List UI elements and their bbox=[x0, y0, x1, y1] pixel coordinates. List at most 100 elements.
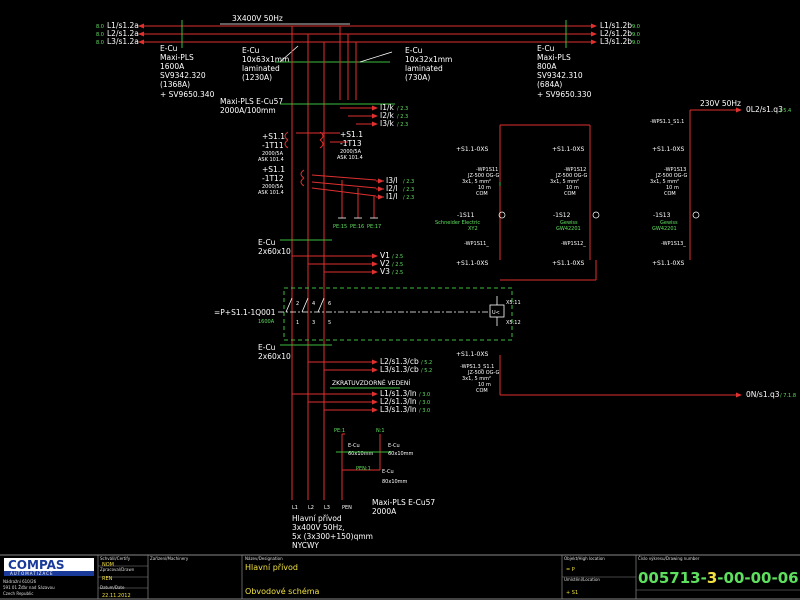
svg-text:Datum/Date: Datum/Date bbox=[100, 585, 125, 590]
svg-text:(1368A): (1368A) bbox=[160, 80, 190, 89]
svg-text:E-Cu: E-Cu bbox=[537, 44, 555, 53]
left-line-label: L3/s1.2a bbox=[107, 37, 139, 46]
short-circuit-note: ZKRATUVZDORNÉ VEDENÍ bbox=[332, 379, 410, 387]
svg-text:E-Cu: E-Cu bbox=[242, 46, 260, 55]
left-line-ref: 8.0 bbox=[96, 40, 104, 46]
svg-text:3: 3 bbox=[312, 320, 315, 326]
svg-text:N:1: N:1 bbox=[376, 428, 385, 434]
svg-text:/ 2.3: / 2.3 bbox=[403, 195, 414, 201]
svg-text:+ S1: + S1 bbox=[566, 590, 578, 596]
svg-text:L3/s1.3/ln: L3/s1.3/ln bbox=[380, 405, 417, 414]
out-lines: L1/s1.3/ln / 3.0 L2/s1.3/ln / 3.0 L3/s1.… bbox=[292, 389, 430, 414]
main-bus-label: Maxi-PLS E-Cu57 bbox=[220, 97, 283, 106]
ct2-label: +S1.1 -1T12 2000/5A ASK 101.4 bbox=[258, 165, 285, 196]
svg-text:Nádražní 610/26: Nádražní 610/26 bbox=[3, 579, 37, 584]
main-vertical-feeders bbox=[291, 26, 357, 500]
svg-text:2000/5A: 2000/5A bbox=[262, 184, 284, 190]
svg-text:SV9342.310: SV9342.310 bbox=[537, 71, 583, 80]
svg-text:10 m: 10 m bbox=[478, 185, 491, 191]
busbar-right-text: E-Cu Maxi-PLS 800A SV9342.310 (684A) + S… bbox=[537, 44, 592, 99]
busbar-left-text: E-Cu Maxi-PLS 1600A SV9342.320 (1368A) +… bbox=[160, 44, 215, 99]
svg-text:+S1.1: +S1.1 bbox=[262, 165, 285, 174]
svg-text:(684A): (684A) bbox=[537, 80, 562, 89]
svg-text:+S1.1-0XS: +S1.1-0XS bbox=[552, 260, 584, 267]
svg-text:laminated: laminated bbox=[405, 64, 443, 73]
svg-text:/ 3.0: / 3.0 bbox=[419, 400, 430, 406]
left-line-label: L2/s1.2a bbox=[107, 29, 139, 38]
title-block: COMPAS AUTOMATIZACE Nádražní 610/26 591 … bbox=[0, 554, 800, 600]
svg-text:591 01 Žďár nad Sázavou: 591 01 Žďár nad Sázavou bbox=[3, 585, 55, 590]
svg-text:Maxi-PLS: Maxi-PLS bbox=[160, 53, 194, 62]
svg-text:-WP1S13: -WP1S13 bbox=[664, 167, 686, 173]
aux-wp: -WPS1.1_S1.1 bbox=[650, 119, 684, 125]
svg-text:6: 6 bbox=[328, 301, 331, 307]
lower-terminal: +S1.1-0XS -WPS1.3_S1.1 JZ-500 OG-G 3x1, … bbox=[456, 351, 500, 394]
right-line-label: L2/s1.2b bbox=[600, 29, 632, 38]
svg-text:60x10mm: 60x10mm bbox=[388, 451, 414, 457]
svg-text:ASK 101.4: ASK 101.4 bbox=[258, 190, 284, 196]
svg-text:COM: COM bbox=[564, 191, 576, 197]
bottom-phase-labels: L1 L2 L3 PEN bbox=[292, 505, 352, 511]
svg-text:-1T13: -1T13 bbox=[340, 139, 362, 148]
ct3-label: +S1.1 -1T13 2000/5A ASK 101.4 bbox=[337, 130, 363, 161]
aux-circuit: 230V 50Hz 0L2/s1.q3 / 5.4 -WPS1.1_S1.1 0… bbox=[499, 99, 796, 399]
svg-text:10 m: 10 m bbox=[478, 382, 491, 388]
right-line-ref: 9.0 bbox=[632, 24, 640, 30]
svg-text:+S1.1-0XS: +S1.1-0XS bbox=[652, 146, 684, 153]
ct-outputs-top: I1/k / 2.3 I2/k / 2.3 I3/k / 2.3 bbox=[340, 103, 408, 128]
svg-text:L3: L3 bbox=[324, 505, 330, 511]
svg-text:/ 2.3: / 2.3 bbox=[403, 179, 414, 185]
svg-text:JZ-500 OG-G: JZ-500 OG-G bbox=[467, 173, 500, 179]
left-line-ref: 8.0 bbox=[96, 24, 104, 30]
switch-column-3[interactable]: +S1.1-0XS -WP1S13 JZ-500 OG-G 3x1, 5 mm²… bbox=[650, 146, 700, 267]
svg-text:-1T12: -1T12 bbox=[262, 174, 284, 183]
voltage-taps: V1 / 2.5 V2 / 2.5 V3 / 2.5 bbox=[292, 251, 403, 276]
svg-text:+S1.1-0XS: +S1.1-0XS bbox=[552, 146, 584, 153]
svg-text:JZ-500 OG-G: JZ-500 OG-G bbox=[555, 173, 588, 179]
svg-text:E-Cu: E-Cu bbox=[382, 469, 394, 475]
aux-return-tag: 0N/s1.q3 bbox=[746, 390, 780, 399]
svg-text:-1S11: -1S11 bbox=[457, 212, 475, 219]
svg-text:I3/k: I3/k bbox=[380, 119, 395, 128]
bottom-bus-label: Maxi-PLS E-Cu57 bbox=[372, 498, 435, 507]
svg-text:= P: = P bbox=[566, 567, 575, 573]
svg-text:PEN:1: PEN:1 bbox=[356, 466, 371, 472]
switch-column-2[interactable]: +S1.1-0XS -WP1S12 JZ-500 OG-G 3x1, 5 mm²… bbox=[550, 146, 600, 267]
svg-text:+ SV9650.340: + SV9650.340 bbox=[160, 90, 215, 99]
svg-text:Maxi-PLS: Maxi-PLS bbox=[537, 53, 571, 62]
svg-text:V3: V3 bbox=[380, 267, 390, 276]
svg-text:+ SV9650.330: + SV9650.330 bbox=[537, 90, 592, 99]
breaker-rating: 1600A bbox=[258, 319, 275, 325]
drawing-number: 005713-3-00-00-06 bbox=[638, 569, 799, 587]
supply-lines bbox=[138, 20, 597, 48]
svg-text:X5:11: X5:11 bbox=[506, 300, 521, 306]
switch-column-1[interactable]: +S1.1-0XS -WP1S11 JZ-500 OG-G 3x1, 5 mm²… bbox=[435, 146, 506, 267]
svg-text:E-Cu: E-Cu bbox=[405, 46, 423, 55]
svg-text:XY2: XY2 bbox=[468, 226, 478, 232]
ct-coils bbox=[284, 131, 377, 218]
svg-text:V2: V2 bbox=[380, 259, 390, 268]
svg-text:-WP1S12_: -WP1S12_ bbox=[561, 241, 586, 247]
svg-text:3x1, 5 mm²: 3x1, 5 mm² bbox=[650, 179, 679, 185]
svg-text:-1S12: -1S12 bbox=[553, 212, 571, 219]
svg-text:+S1.1-0XS: +S1.1-0XS bbox=[456, 146, 488, 153]
svg-text:3x1, 5 mm²: 3x1, 5 mm² bbox=[462, 179, 491, 185]
svg-text:3x1, 5 mm²: 3x1, 5 mm² bbox=[462, 376, 491, 382]
svg-text:NYCWY: NYCWY bbox=[292, 541, 319, 550]
svg-text:REN: REN bbox=[102, 576, 113, 582]
svg-text:-WPS1.3_S1.1: -WPS1.3_S1.1 bbox=[460, 364, 494, 370]
drawing-subtitle: Obvodové schéma bbox=[245, 586, 320, 596]
svg-text:SV9342.320: SV9342.320 bbox=[160, 71, 206, 80]
svg-text:+S1.1: +S1.1 bbox=[340, 130, 363, 139]
svg-text:COM: COM bbox=[664, 191, 676, 197]
svg-text:I3/l: I3/l bbox=[386, 176, 398, 185]
svg-text:/ 5.2: / 5.2 bbox=[421, 368, 432, 374]
svg-text:80x10mm: 80x10mm bbox=[382, 479, 408, 485]
earth-bars: PE:1 E-Cu 60x10mm N:1 E-Cu 60x10mm PEN:1… bbox=[334, 428, 414, 500]
svg-text:(730A): (730A) bbox=[405, 73, 430, 82]
svg-text:L2/s1.3/ln: L2/s1.3/ln bbox=[380, 397, 417, 406]
svg-text:PE:1: PE:1 bbox=[334, 428, 345, 434]
svg-text:60x10mm: 60x10mm bbox=[348, 451, 374, 457]
company-logo: COMPAS bbox=[8, 558, 65, 572]
